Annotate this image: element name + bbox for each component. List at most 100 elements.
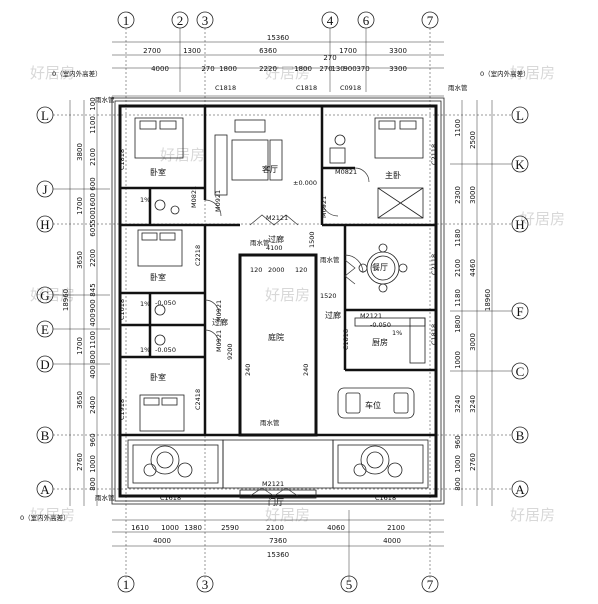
room-label-corridor: 过廊 bbox=[325, 310, 341, 320]
dim-left: 3800 bbox=[76, 143, 84, 161]
axis-label: F bbox=[516, 304, 523, 319]
door-tag: M2121 bbox=[360, 312, 382, 320]
dim-left-total: 18960 bbox=[62, 289, 70, 311]
dim-left: 900 bbox=[89, 299, 97, 312]
dim-top: 900 bbox=[343, 65, 356, 73]
outdoor-level-note: 0（室内外高差） bbox=[480, 69, 530, 78]
room-label-entrance: 门厅 bbox=[268, 497, 284, 507]
dim-top: 270 bbox=[319, 65, 332, 73]
dim-left: 2760 bbox=[76, 453, 84, 471]
dim-bottom: 7360 bbox=[269, 537, 287, 545]
furniture bbox=[134, 117, 426, 499]
dim-left: 2400 bbox=[89, 396, 97, 414]
axis-label: B bbox=[516, 428, 525, 443]
dim-bottom: 4000 bbox=[153, 537, 171, 545]
room-label-living: 客厅 bbox=[262, 164, 278, 174]
dim-right: 1800 bbox=[454, 315, 462, 333]
level-mark: -0.050 bbox=[370, 321, 391, 329]
dim-right: 1000 bbox=[454, 351, 462, 369]
dim-top: 370 bbox=[356, 65, 369, 73]
room-label-courtyard: 庭院 bbox=[268, 332, 284, 342]
dim-top: 1700 bbox=[339, 47, 357, 55]
dim-top: 2220 bbox=[259, 65, 277, 73]
axis-bubbles-top: 1 2 3 4 6 7 bbox=[117, 11, 439, 29]
dim-top: 1800 bbox=[294, 65, 312, 73]
axis-label: D bbox=[40, 357, 49, 372]
door-tag: M0921 bbox=[214, 190, 222, 212]
window-tag: C2218 bbox=[194, 245, 202, 266]
dim-right: 2500 bbox=[469, 131, 477, 149]
dim-internal: 240 bbox=[302, 364, 310, 376]
dim-top: 3300 bbox=[389, 47, 407, 55]
outdoor-level-note: 0（室内外高差） bbox=[52, 69, 102, 78]
room-label-corridor: 过廊 bbox=[268, 234, 284, 244]
dim-right: 1100 bbox=[454, 119, 462, 137]
dim-top: 270 bbox=[201, 65, 214, 73]
watermark: 好居房 bbox=[265, 286, 310, 304]
axis-label: A bbox=[40, 482, 50, 497]
dim-left: 600 bbox=[89, 177, 97, 190]
dim-right: 800 bbox=[454, 477, 462, 490]
dim-bottom: 2100 bbox=[266, 524, 284, 532]
dim-bottom: 1610 bbox=[131, 524, 149, 532]
axis-label: 5 bbox=[346, 577, 353, 592]
plant-symbols bbox=[143, 445, 403, 478]
axis-label: B bbox=[41, 428, 50, 443]
dim-bottom: 2100 bbox=[387, 524, 405, 532]
axis-bubbles-right: L K H F C B A bbox=[511, 106, 529, 498]
axis-label: E bbox=[41, 322, 49, 337]
dim-left: 1100 bbox=[89, 331, 97, 349]
dim-left: 845 bbox=[89, 283, 97, 296]
window-tag: C1618 bbox=[375, 494, 396, 502]
level-mark: ±0.000 bbox=[293, 179, 317, 187]
dim-top-total: 15360 bbox=[267, 34, 289, 42]
room-label-bedroom3: 卧室 bbox=[150, 372, 166, 382]
dim-top: 1800 bbox=[219, 65, 237, 73]
axis-label: 1 bbox=[123, 577, 130, 592]
watermark: 好居房 bbox=[520, 210, 565, 228]
door-tag: M0921 bbox=[215, 330, 223, 352]
dim-lines-right bbox=[461, 100, 493, 506]
interior-walls bbox=[120, 106, 436, 437]
dim-bottom-total: 15360 bbox=[267, 551, 289, 559]
drain-note: 雨水管 bbox=[95, 95, 115, 104]
door-swings bbox=[204, 167, 370, 497]
dim-top: 4000 bbox=[151, 65, 169, 73]
dim-lines-top bbox=[112, 41, 444, 97]
exterior-walls bbox=[111, 97, 445, 505]
dim-right: 1180 bbox=[454, 289, 462, 307]
dim-top: 1300 bbox=[183, 47, 201, 55]
dim-left: 2100 bbox=[89, 148, 97, 166]
axis-label: H bbox=[40, 217, 49, 232]
dim-internal: 2000 bbox=[268, 266, 285, 274]
window-tag: C2118 bbox=[430, 254, 438, 275]
watermark: 好居房 bbox=[510, 506, 555, 524]
dim-top: 130 bbox=[331, 65, 344, 73]
axis-label: J bbox=[42, 182, 47, 197]
door-tag: M2121 bbox=[266, 214, 288, 222]
axis-label: 3 bbox=[202, 13, 209, 28]
room-label-dining: 餐厅 bbox=[372, 263, 388, 272]
room-label-master: 主卧 bbox=[385, 170, 401, 180]
axis-label: 3 bbox=[202, 577, 209, 592]
axis-label: A bbox=[515, 482, 525, 497]
room-label-bedroom1: 卧室 bbox=[150, 167, 166, 177]
drain-note: 雨水管 bbox=[448, 83, 468, 92]
axis-label: C bbox=[516, 364, 525, 379]
drain-note: 雨水管 bbox=[250, 238, 270, 247]
dim-right: 3240 bbox=[454, 395, 462, 413]
watermark: 好居房 bbox=[510, 64, 555, 82]
dim-top: 3300 bbox=[389, 65, 407, 73]
axis-label: L bbox=[516, 108, 524, 123]
dim-right: 2760 bbox=[469, 453, 477, 471]
dim-right: 1000 bbox=[454, 455, 462, 473]
dim-left: 1000 bbox=[89, 455, 97, 473]
watermark: 好居房 bbox=[160, 146, 205, 164]
watermark: 好居房 bbox=[265, 506, 310, 524]
window-tag: C1818 bbox=[296, 84, 317, 92]
axis-label: 7 bbox=[427, 13, 434, 28]
dim-left: 400 bbox=[89, 365, 97, 378]
dim-bottom: 1000 bbox=[161, 524, 179, 532]
dim-top: 2700 bbox=[143, 47, 161, 55]
